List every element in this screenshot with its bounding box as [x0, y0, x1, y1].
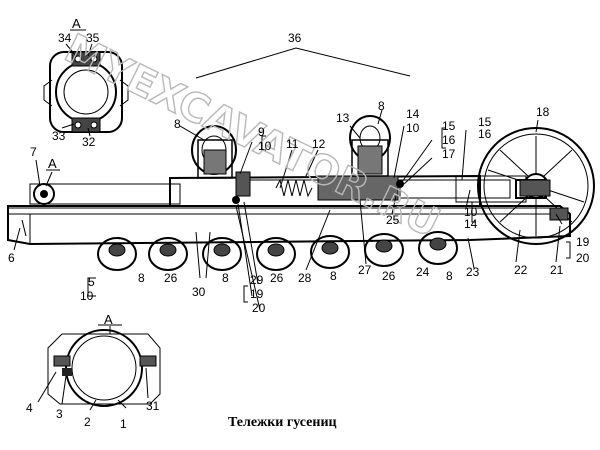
label-8e: 8	[222, 271, 229, 285]
section-mark-frame: A	[48, 156, 57, 171]
track-roller	[310, 235, 350, 269]
track-roller	[418, 231, 458, 265]
leader-lines	[13, 29, 571, 334]
label-33: 33	[52, 129, 66, 143]
label-20a: 20	[576, 251, 590, 265]
label-1: 1	[120, 417, 127, 431]
detail-a-bottom	[37, 329, 161, 411]
label-29: 29	[250, 273, 264, 287]
track-roller	[364, 233, 404, 267]
label-30: 30	[192, 285, 206, 299]
label-8d: 8	[330, 269, 337, 283]
figure-caption: Тележки гусениц	[228, 415, 337, 430]
label-14b: 14	[464, 217, 478, 231]
label-27: 27	[358, 263, 372, 277]
label-11: 11	[286, 137, 299, 151]
label-22: 22	[514, 263, 528, 277]
label-34: 34	[58, 31, 72, 45]
label-24: 24	[416, 265, 430, 279]
label-10b: 10	[406, 121, 420, 135]
label-36: 36	[288, 31, 302, 45]
label-3: 3	[56, 407, 63, 421]
track-roller	[97, 237, 137, 271]
label-15a: 15	[442, 119, 456, 133]
track-roller	[148, 237, 188, 271]
label-4: 4	[26, 401, 33, 415]
label-18: 18	[536, 105, 550, 119]
label-10a: 10	[258, 139, 272, 153]
label-2: 2	[84, 415, 91, 429]
label-26a: 26	[382, 269, 396, 283]
detail-a-top	[43, 43, 129, 137]
label-13: 13	[336, 111, 350, 125]
label-21: 21	[550, 263, 564, 277]
label-31: 31	[146, 399, 160, 413]
label-25: 25	[386, 213, 400, 227]
label-8a: 8	[174, 117, 181, 131]
label-6: 6	[8, 251, 15, 265]
label-26c: 26	[164, 271, 178, 285]
label-14a: 14	[406, 107, 420, 121]
idler-wheel	[477, 127, 595, 245]
track-rollers	[97, 231, 458, 271]
track-roller	[202, 237, 242, 271]
label-15b: 15	[478, 115, 492, 129]
track-roller	[256, 237, 296, 271]
section-mark-bottom: A	[104, 312, 113, 327]
label-7: 7	[30, 145, 37, 159]
label-10c: 10	[464, 205, 478, 219]
carrier-roller-left	[191, 125, 237, 179]
label-19b: 19	[250, 287, 264, 301]
label-19a: 19	[576, 235, 590, 249]
label-26b: 26	[270, 271, 284, 285]
label-8c: 8	[446, 269, 453, 283]
label-5: 5	[88, 275, 95, 289]
carrier-roller-right	[349, 115, 391, 177]
section-mark-top: A	[72, 16, 81, 31]
label-23: 23	[466, 265, 480, 279]
label-28: 28	[298, 271, 312, 285]
label-10d: 10	[80, 289, 94, 303]
label-12: 12	[312, 137, 326, 151]
label-32: 32	[82, 135, 96, 149]
track-frame	[7, 171, 571, 246]
label-20b: 20	[252, 301, 266, 315]
label-8f: 8	[138, 271, 145, 285]
part-labels: 34 35 33 32 7 6 36 8 9 10 11 12 13 8 14 …	[8, 31, 590, 431]
label-16a: 16	[442, 133, 456, 147]
label-17: 17	[442, 147, 456, 161]
label-16b: 16	[478, 127, 492, 141]
label-35: 35	[86, 31, 100, 45]
label-9: 9	[258, 125, 265, 139]
label-8b: 8	[378, 99, 385, 113]
